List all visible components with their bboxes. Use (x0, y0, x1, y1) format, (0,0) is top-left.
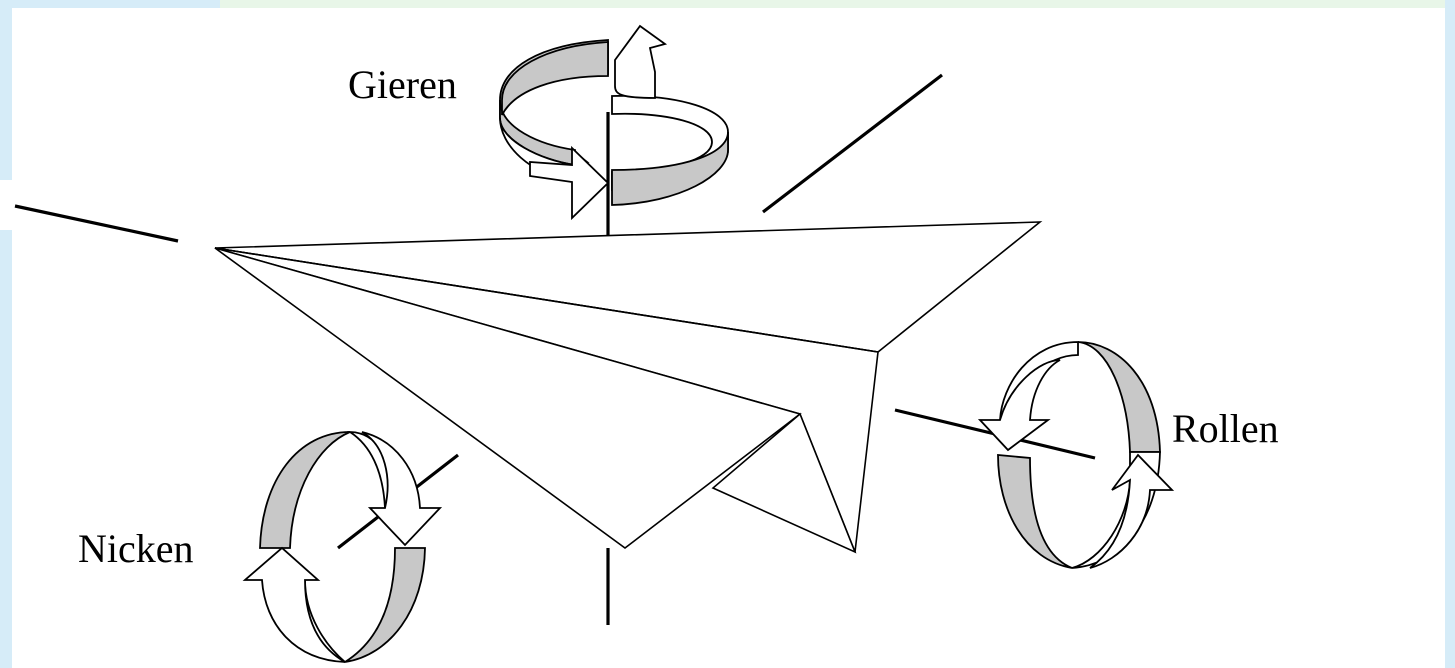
yaw-rotation-arrow-icon (500, 26, 728, 218)
pitch-label: Nicken (78, 526, 194, 571)
roll-label: Rollen (1172, 406, 1279, 451)
pitch-rotation-arrow-icon (245, 432, 440, 662)
paper-airplane-icon (215, 222, 1040, 552)
yaw-label: Gieren (348, 62, 457, 107)
